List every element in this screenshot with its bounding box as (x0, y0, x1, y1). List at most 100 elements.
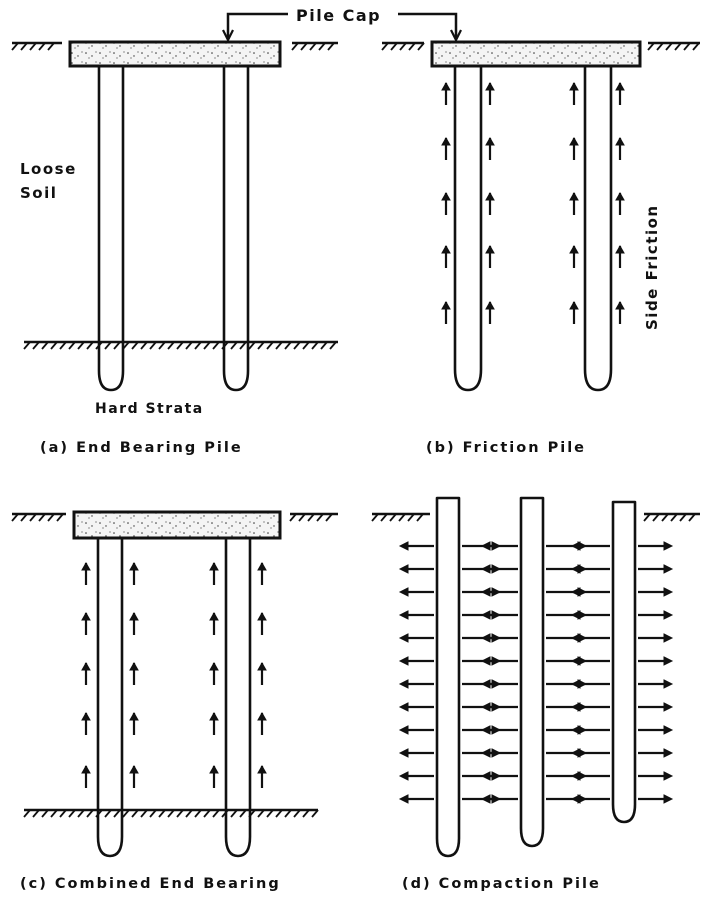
hatch-mark (23, 809, 31, 818)
pile (224, 536, 252, 858)
hatch-mark (47, 42, 55, 51)
hatch-mark (311, 341, 319, 350)
side-friction-label: Side Friction (643, 204, 661, 330)
arrow-head (663, 702, 674, 712)
hatch-mark (122, 341, 130, 350)
piles-c (96, 536, 252, 858)
ground-line-b (381, 41, 700, 51)
panel-b-friction: Side Friction (b) Friction Pile (381, 40, 700, 456)
pile-cap-leader-left (226, 12, 288, 38)
arrow-head (485, 300, 495, 310)
arrow-head (570, 702, 581, 712)
hatch-mark (284, 809, 292, 818)
arrow-head (441, 300, 451, 310)
arrow-head (81, 561, 91, 571)
hatch-mark (291, 42, 299, 51)
hatch-mark (158, 809, 166, 818)
pile-cap-c (72, 510, 282, 540)
hatch-mark (670, 513, 678, 522)
hatch-mark (149, 809, 157, 818)
arrow-head (129, 661, 139, 671)
caption-d: (d) Compaction Pile (402, 876, 601, 892)
arrow-head (569, 300, 579, 310)
hatch-mark (203, 809, 211, 818)
arrow-head (129, 561, 139, 571)
arrow-head (129, 764, 139, 774)
hatch-mark (293, 809, 301, 818)
arrow-head (570, 633, 581, 643)
hatch-mark (309, 42, 317, 51)
hatch-mark (29, 42, 37, 51)
hatch-mark (20, 42, 28, 51)
hatch-mark (140, 341, 148, 350)
hatch-mark (293, 341, 301, 350)
hatch-mark (131, 341, 139, 350)
pile (519, 496, 545, 848)
hatch-mark (398, 513, 406, 522)
hatch-mark (194, 341, 202, 350)
hatch-mark (239, 809, 247, 818)
hatch-mark (665, 42, 673, 51)
arrow-head (663, 748, 674, 758)
pile-cap-leader-right (398, 12, 458, 38)
loose-soil-label: Loose (20, 160, 77, 178)
hatch-mark (50, 341, 58, 350)
hatch-mark (661, 513, 669, 522)
pile (435, 496, 461, 858)
hatch-mark (185, 809, 193, 818)
hatch-mark (221, 809, 229, 818)
hard-strata-line-c (23, 808, 319, 818)
arrow-head (441, 81, 451, 91)
pile (96, 536, 124, 858)
hatch-mark (113, 341, 121, 350)
arrow-head (569, 191, 579, 201)
hatch-mark (381, 42, 389, 51)
arrow-head (570, 679, 581, 689)
arrow-head (129, 611, 139, 621)
arrow-head (570, 725, 581, 735)
pile-cap-label: Pile Cap (296, 6, 381, 25)
hatch-mark (417, 42, 425, 51)
hatch-mark (656, 42, 664, 51)
hatch-mark (32, 341, 40, 350)
arrow-head (480, 564, 491, 574)
pile-cap-a (68, 40, 282, 68)
hatch-mark (86, 809, 94, 818)
hatch-mark (248, 341, 256, 350)
piles-a (97, 64, 250, 392)
arrow-head (480, 771, 491, 781)
arrow-head (257, 711, 267, 721)
hatch-mark (316, 513, 324, 522)
arrow-head (81, 711, 91, 721)
arrow-head (663, 587, 674, 597)
hatch-mark (167, 809, 175, 818)
compaction-arrows-d (398, 541, 674, 804)
pile-cap-callout: Pile Cap (222, 6, 462, 43)
hatch-mark (298, 513, 306, 522)
arrow-head (570, 541, 581, 551)
arrow-head (485, 136, 495, 146)
hatch-mark (284, 341, 292, 350)
arrow-head (615, 300, 625, 310)
hatch-mark (95, 809, 103, 818)
hatch-mark (275, 341, 283, 350)
hatch-mark (122, 809, 130, 818)
arrow-head (663, 794, 674, 804)
hatch-mark (56, 513, 64, 522)
arrow-head (480, 794, 491, 804)
hatch-mark (140, 809, 148, 818)
arrow-head (398, 610, 409, 620)
hatch-mark (300, 42, 308, 51)
friction-arrows-b (441, 81, 625, 324)
arrow-head (663, 725, 674, 735)
arrow-head (480, 679, 491, 689)
piles-d (435, 496, 637, 858)
friction-arrows-c (81, 561, 267, 788)
pile (97, 64, 125, 392)
hatch-mark (95, 341, 103, 350)
caption-c: (c) Combined End Bearing (20, 876, 281, 892)
hatch-mark (68, 809, 76, 818)
pile-cap-b (430, 40, 642, 68)
hatch-mark (77, 341, 85, 350)
